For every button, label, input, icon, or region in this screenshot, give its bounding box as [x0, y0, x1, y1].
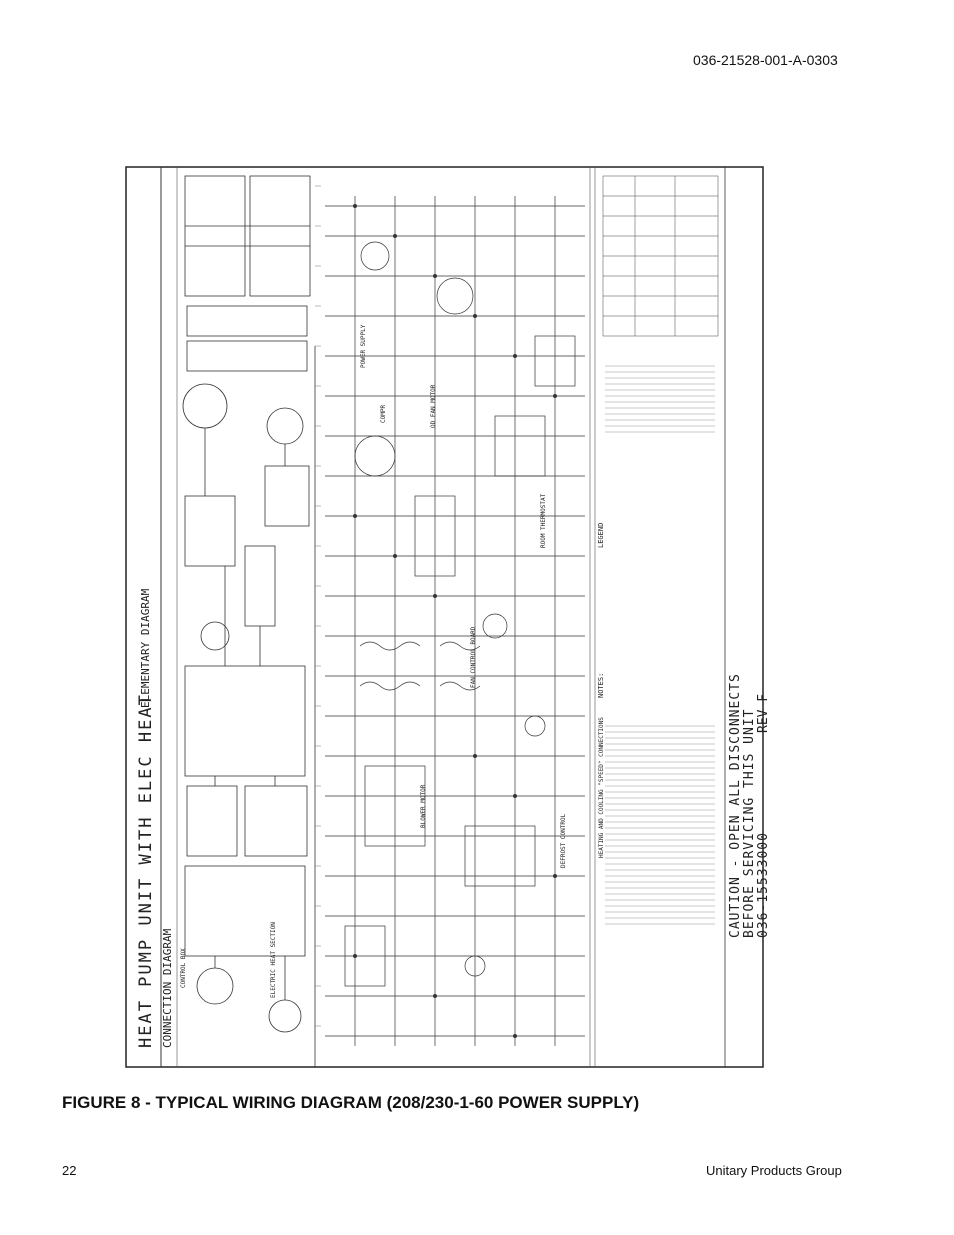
caution-line-1: CAUTION - OPEN ALL DISCONNECTS — [728, 673, 743, 938]
power-supply-label: POWER SUPPLY — [360, 324, 367, 368]
od-fan-motor-label: OD FAN MOTOR — [430, 384, 437, 428]
fan-control-board-label: FAN CONTROL BOARD — [470, 626, 477, 688]
figure-caption: FIGURE 8 - TYPICAL WIRING DIAGRAM (208/2… — [62, 1093, 640, 1112]
revision: REV F — [756, 694, 771, 733]
compr-label: COMPR — [380, 405, 387, 423]
company-name: Unitary Products Group — [706, 1163, 842, 1178]
legend-text-lines — [605, 365, 715, 925]
room-thermostat-label: ROOM THERMOSTAT — [540, 493, 547, 548]
blower-motor-label: BLOWER MOTOR — [420, 784, 427, 828]
legend-block — [602, 175, 719, 337]
caution-line-2: BEFORE SERVICING THIS UNIT — [742, 709, 757, 939]
row-grid — [315, 185, 321, 1027]
diagram-border — [125, 166, 764, 1068]
speed-table-heading: HEATING AND COOLING "SPEED" CONNECTIONS — [598, 717, 605, 858]
connection-diagram-title: CONNECTION DIAGRAM — [161, 928, 174, 1048]
part-number: 036-15533000 — [756, 832, 771, 938]
main-title: HEAT PUMP UNIT WITH ELEC HEAT — [136, 693, 156, 1048]
connection-diagram — [182, 175, 311, 1033]
terminal-dots — [353, 204, 557, 1038]
control-box-label: CONTROL BOX — [180, 948, 187, 988]
wiring-diagram: HEAT PUMP UNIT WITH ELEC HEAT CONNECTION… — [125, 166, 771, 1068]
elementary-diagram-title: ELEMENTARY DIAGRAM — [139, 588, 152, 708]
elementary-diagram — [325, 196, 585, 1046]
electric-heat-section-label: ELECTRIC HEAT SECTION — [270, 922, 277, 998]
notes-heading: NOTES: — [597, 673, 605, 698]
document-number: 036-21528-001-A-0303 — [693, 52, 838, 68]
page-number: 22 — [62, 1163, 77, 1178]
defrost-control-label: DEFROST CONTROL — [560, 813, 567, 868]
legend-heading: LEGEND — [597, 523, 605, 548]
